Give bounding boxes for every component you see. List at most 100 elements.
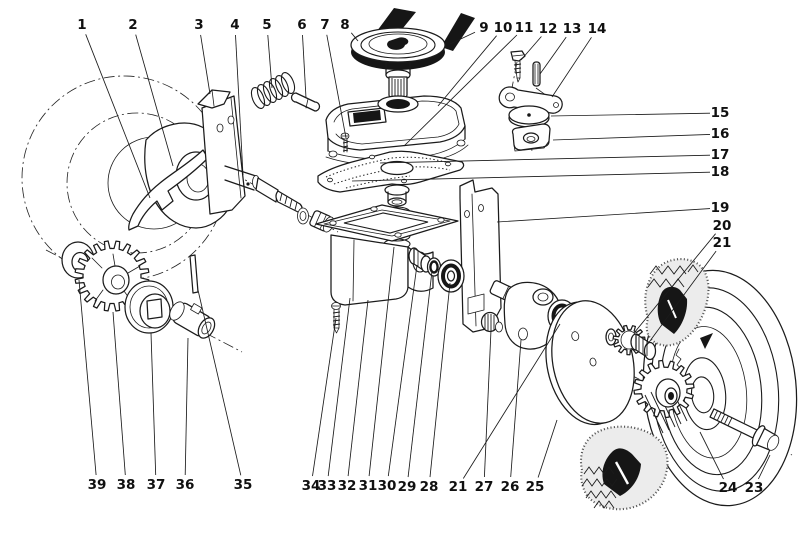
- leader-line-16-15: [552, 133, 711, 141]
- gearbox-cover: [325, 95, 469, 166]
- clutch-drum: [124, 280, 174, 334]
- housing-screw: [331, 302, 341, 334]
- callout-16: 16: [711, 126, 730, 142]
- callout-17: 17: [711, 147, 730, 163]
- callout-18: 18: [711, 164, 730, 180]
- link-arm: [498, 86, 563, 114]
- callout-27: 27: [475, 479, 494, 495]
- callout-26: 26: [501, 479, 520, 495]
- support-bracket: [459, 179, 502, 333]
- callout-10: 10: [494, 20, 513, 36]
- leader-line-25-36: [537, 419, 558, 478]
- leader-line-8-7: [350, 32, 359, 42]
- clutch-pin: [290, 92, 321, 112]
- leader-line-24-37: [699, 431, 724, 480]
- leader-line-26-35: [510, 339, 522, 478]
- leader-line-15-14: [550, 112, 711, 117]
- splined-coupling: [630, 333, 657, 361]
- spring: [250, 72, 296, 109]
- callout-3: 3: [194, 17, 203, 33]
- leader-line-18-17: [351, 171, 711, 182]
- assembly-arrow: [700, 333, 713, 349]
- callout-30: 30: [378, 478, 397, 494]
- callout-34: 34: [302, 478, 321, 494]
- drive-shaft: [224, 165, 335, 233]
- leader-line-9-8: [449, 31, 476, 45]
- callout-15: 15: [711, 105, 730, 121]
- callout-4: 4: [230, 17, 239, 33]
- groove-pin: [532, 61, 541, 87]
- leader-line-5-4: [267, 34, 273, 89]
- wheel-gear: [633, 359, 695, 434]
- callout-28-b: 28: [420, 479, 439, 495]
- leader-line-39-21: [78, 279, 97, 476]
- leader-line-1-0: [85, 34, 151, 199]
- callout-1: 1: [77, 17, 86, 33]
- leader-line-28-32: [429, 282, 451, 478]
- leader-line-2-1: [135, 34, 174, 167]
- leader-line-29-31: [407, 270, 433, 478]
- callout-39: 39: [88, 477, 107, 493]
- leader-line-30-30: [387, 264, 418, 477]
- callout-25: 25: [526, 479, 545, 495]
- gearbox-housing: [315, 204, 459, 306]
- leader-line-11-10: [403, 34, 518, 147]
- leader-line-10-9: [437, 35, 497, 107]
- callout-5: 5: [262, 17, 271, 33]
- callout-21: 21: [713, 235, 732, 251]
- callout-6: 6: [297, 17, 306, 33]
- leader-line-27-34: [483, 329, 492, 478]
- screw: [510, 50, 526, 83]
- callout-9: 9: [479, 20, 488, 36]
- leader-line-12-11: [520, 36, 542, 61]
- callout-24: 24: [719, 480, 738, 496]
- leader-line-23-38: [758, 454, 771, 480]
- leader-line-35-25: [197, 289, 242, 476]
- leader-line-17-16: [379, 154, 711, 164]
- ball-bearing: [437, 259, 465, 293]
- callout-8: 8: [340, 17, 349, 33]
- callout-32: 32: [338, 478, 357, 494]
- wheel-tire: [580, 258, 798, 511]
- leader-line-19-18: [496, 208, 711, 223]
- leader-lines: [78, 31, 771, 480]
- leader-line-3-2: [200, 34, 211, 95]
- leader-line-6-5: [302, 34, 307, 99]
- callout-23: 23: [745, 480, 764, 496]
- callout-13: 13: [563, 21, 582, 37]
- callout-37: 37: [147, 477, 166, 493]
- callout-21: 21: [449, 479, 468, 495]
- callout-14: 14: [588, 21, 607, 37]
- leader-line-32-28: [347, 299, 369, 477]
- tread-bottom: [581, 466, 618, 509]
- callout-12: 12: [539, 21, 558, 37]
- callout-29: 29: [398, 479, 417, 495]
- leader-line-7-6: [326, 34, 347, 139]
- callout-35: 35: [234, 477, 253, 493]
- leader-line-20-19: [633, 233, 716, 334]
- leader-line-4-3: [235, 34, 244, 176]
- callout-7: 7: [320, 17, 329, 33]
- leader-line-13-12: [539, 36, 567, 75]
- leader-line-38-22: [112, 311, 126, 476]
- callout-2: 2: [128, 17, 137, 33]
- leader-line-37-23: [150, 332, 157, 476]
- leader-line-33-27: [327, 297, 351, 477]
- splined-nut: [480, 311, 503, 333]
- spacer-collar: [384, 184, 410, 207]
- callout-11: 11: [515, 20, 534, 36]
- thrust-disc: [508, 105, 550, 128]
- leader-line-34-26: [312, 317, 337, 477]
- callout-36: 36: [176, 477, 195, 493]
- axle-bolt: [709, 408, 780, 451]
- roll-pin: [189, 254, 199, 294]
- callout-38: 38: [117, 477, 136, 493]
- leader-line-14-13: [551, 37, 592, 98]
- callout-19: 19: [711, 200, 730, 216]
- drive-belt: [377, 8, 475, 51]
- pulley: [350, 27, 446, 100]
- arm-casting: [503, 281, 563, 350]
